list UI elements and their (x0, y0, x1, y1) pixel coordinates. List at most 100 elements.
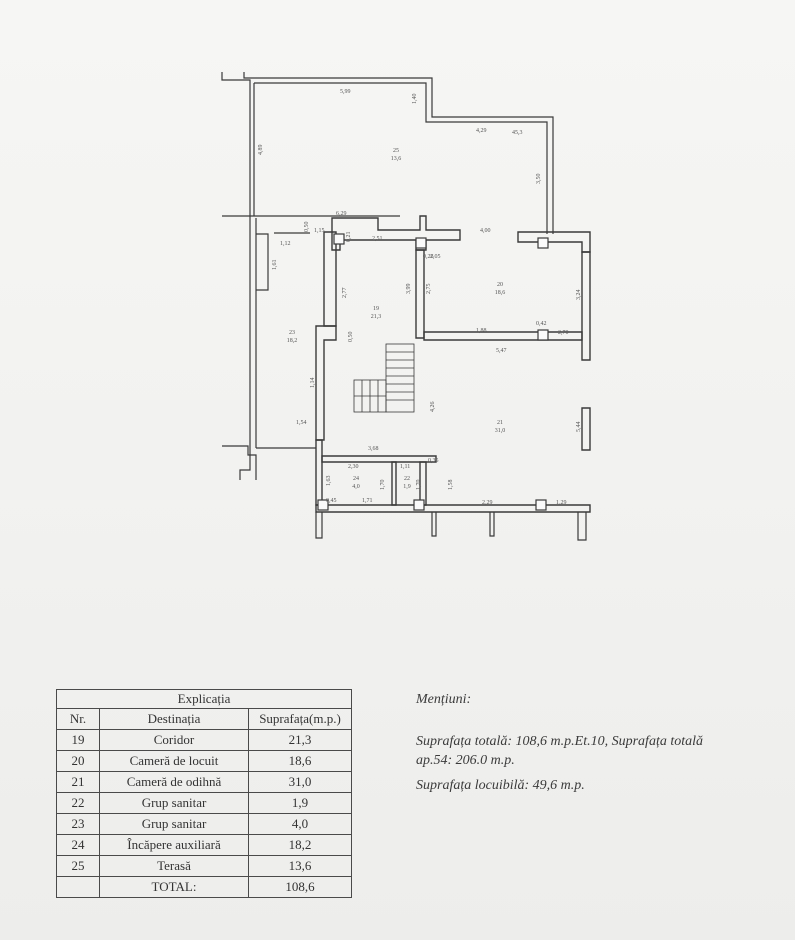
row-area: 1,9 (248, 792, 352, 814)
dimension-label: 1,54 (296, 420, 307, 426)
left-wall-upper (323, 231, 337, 327)
dimension-label: 1,58 (448, 480, 454, 491)
table-row: 25 Terasă 13,6 (56, 855, 352, 877)
dimension-label: 6,29 (336, 211, 347, 217)
row-area: 13,6 (248, 855, 352, 877)
post (431, 512, 437, 537)
room-number: 19 (373, 306, 379, 312)
main-walls (315, 215, 591, 513)
room-number: 22 (404, 476, 410, 482)
row-destination: Coridor (99, 729, 249, 751)
terrace-outer-wall (243, 72, 554, 234)
column (413, 499, 425, 511)
dimension-label: 0,50 (304, 222, 310, 233)
right-wall-upper (581, 251, 591, 361)
column (415, 237, 427, 249)
notes-line: Suprafața totală: 108,6 m.p.Et.10, Supra… (416, 734, 704, 749)
row-nr: 21 (56, 771, 100, 793)
dimension-labels: 5,99 1,40 4,29 45,3 3,50 4,89 6,29 1,15 … (258, 89, 582, 506)
dimension-label: 1,63 (326, 476, 332, 487)
dimension-label: 0,42 (536, 321, 547, 327)
table-row: 21 Cameră de odihnă 31,0 (56, 771, 352, 793)
legend-caption-row: Explicația (56, 689, 352, 709)
floor-plan-drawing: 25 13,6 19 21,3 20 18,6 21 31,0 23 18,2 … (221, 72, 591, 541)
dimension-label: 1,71 (362, 498, 373, 504)
column (317, 499, 329, 511)
room23-bottom-stub (222, 445, 257, 480)
staircase (353, 343, 415, 413)
dimension-label: 1,61 (272, 260, 278, 271)
column (537, 329, 549, 341)
dimension-label: 1,70 (416, 480, 422, 491)
post (489, 512, 495, 537)
row-destination: Grup sanitar (99, 792, 249, 814)
corridor-right-wall (415, 249, 425, 339)
room-number: 21 (497, 420, 503, 426)
dimension-label: 1,70 (380, 480, 386, 491)
dimension-label: 4,29 (476, 128, 487, 134)
room-area: 13,6 (391, 156, 402, 162)
room23-niche (256, 233, 269, 291)
dimension-label: 1,40 (412, 94, 418, 105)
row-nr: 24 (56, 834, 100, 856)
header-nr: Nr. (56, 708, 100, 730)
total-empty-cell (56, 876, 100, 898)
column (333, 233, 345, 245)
dimension-label: 45,3 (512, 130, 523, 136)
dimension-label: 1,15 (314, 228, 325, 234)
floor-plan: 25 13,6 19 21,3 20 18,6 21 31,0 23 18,2 … (221, 72, 591, 541)
table-row: 23 Grup sanitar 4,0 (56, 813, 352, 835)
row-destination: Cameră de locuit (99, 750, 249, 772)
row-nr: 25 (56, 855, 100, 877)
room-number: 24 (353, 476, 359, 482)
dimension-label: 4,26 (430, 402, 436, 413)
notes-line: Suprafața locuibilă: 49,6 m.p. (416, 778, 585, 793)
bottom-wall (315, 504, 591, 513)
bath-right-wall (419, 461, 427, 506)
total-value: 108,6 (248, 876, 352, 898)
legend-caption: Explicația (56, 689, 352, 709)
lower-posts (315, 512, 587, 541)
table-row: 24 Încăpere auxiliară 18,2 (56, 834, 352, 856)
row-area: 18,2 (248, 834, 352, 856)
column (535, 499, 547, 511)
row-nr: 20 (56, 750, 100, 772)
row-nr: 22 (56, 792, 100, 814)
dimension-label: 4,89 (258, 145, 264, 156)
dimension-label: 0,35 (428, 458, 439, 464)
row-destination: Cameră de odihnă (99, 771, 249, 793)
table-row: 19 Coridor 21,3 (56, 729, 352, 751)
post (315, 512, 323, 539)
column (537, 237, 549, 249)
room-area: 1,9 (403, 484, 411, 490)
dimension-label: 2,70 (558, 330, 569, 336)
room-area: 18,6 (495, 290, 506, 296)
bath-top-wall (321, 455, 437, 463)
dimension-label: 1,14 (310, 378, 316, 389)
header-destination: Destinația (99, 708, 249, 730)
table-row: 22 Grup sanitar 1,9 (56, 792, 352, 814)
dimension-label: 2,30 (348, 464, 359, 470)
room-number: 23 (289, 330, 295, 336)
total-label: TOTAL: (99, 876, 249, 898)
dimension-label: 0,45 (326, 498, 337, 504)
right-wall-mid (581, 407, 591, 451)
row-area: 21,3 (248, 729, 352, 751)
room-labels: 25 13,6 19 21,3 20 18,6 21 31,0 23 18,2 … (287, 148, 506, 490)
row-nr: 19 (56, 729, 100, 751)
dimension-label: 2,51 (372, 236, 383, 242)
dimension-label: 2,29 (482, 500, 493, 506)
dimension-label: 5,44 (576, 422, 582, 433)
room-area: 31,0 (495, 428, 506, 434)
notes-line: ap.54: 206.0 m.p. (416, 753, 515, 768)
notes-section: Mențiuni: Suprafața totală: 108,6 m.p.Et… (416, 692, 776, 795)
row-destination: Încăpere auxiliară (99, 834, 249, 856)
left-wall-lower (315, 325, 337, 441)
total-row: TOTAL: 108,6 (56, 876, 352, 898)
dimension-label: 0,50 (348, 332, 354, 343)
row-area: 31,0 (248, 771, 352, 793)
dimension-label: 5,99 (340, 89, 351, 95)
row-nr: 23 (56, 813, 100, 835)
row-area: 4,0 (248, 813, 352, 835)
